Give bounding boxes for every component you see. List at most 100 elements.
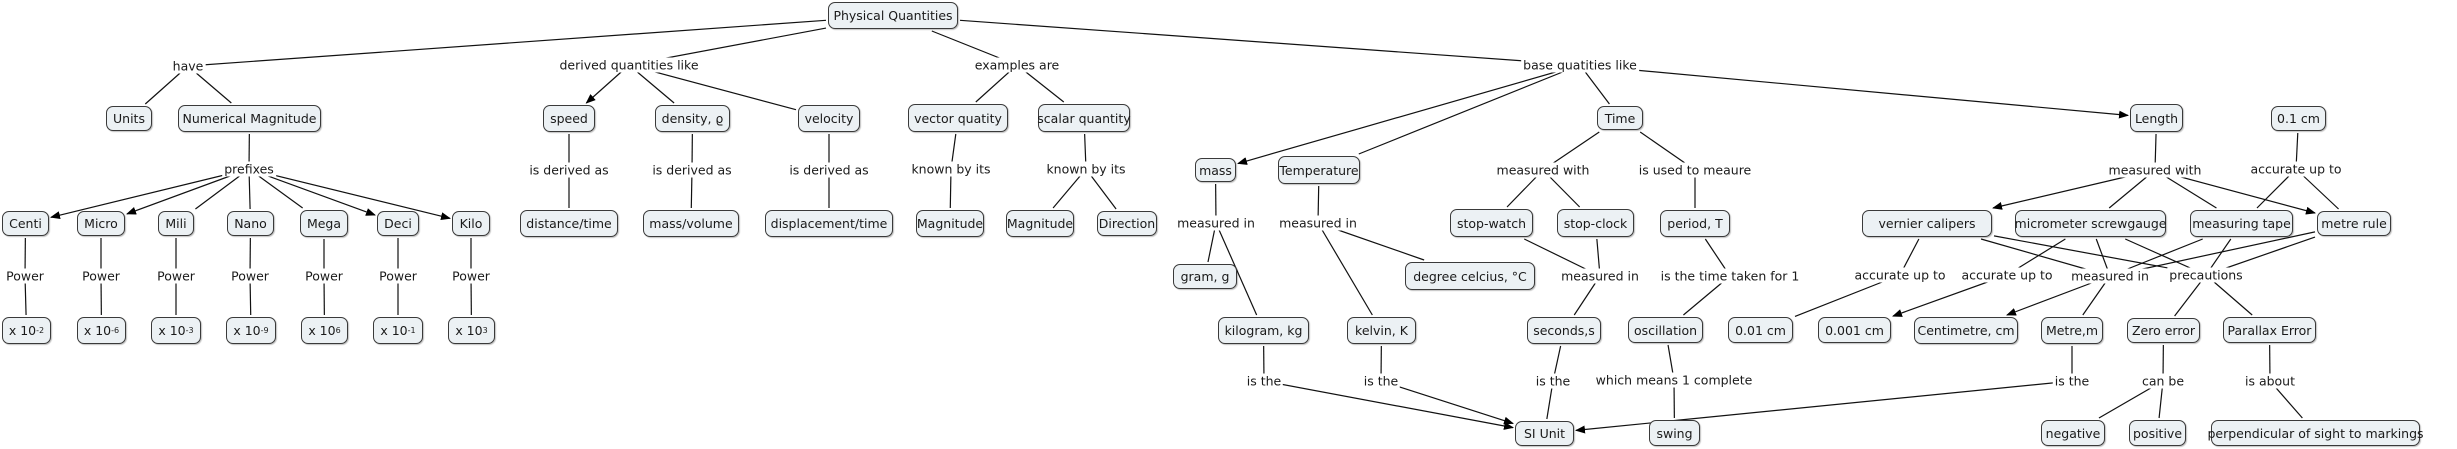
concept-node-mega[interactable]: Mega (300, 210, 348, 237)
link-phrase-kb2: known by its (1044, 161, 1128, 177)
concept-node-metre[interactable]: Metre,m (2041, 317, 2103, 344)
concept-node-cm[interactable]: Centimetre, cm (1914, 317, 2018, 344)
link-phrase-pw1: Power (4, 268, 46, 284)
link-phrase-canbe: can be (2139, 373, 2187, 389)
link-phrase-it4: is the (2052, 373, 2092, 389)
link-phrase-mw1: measured with (1494, 162, 1592, 178)
link-it2-si (1380, 380, 1514, 425)
link-prefixes-deci (248, 168, 376, 216)
concept-node-e_deci[interactable]: x 10 -1 (373, 317, 423, 344)
concept-node-mili[interactable]: Mili (158, 211, 194, 236)
concept-node-deci[interactable]: Deci (377, 211, 419, 236)
exponent: -2 (36, 326, 45, 335)
concept-node-e_kilo[interactable]: x 10 3 (448, 317, 495, 344)
concept-node-time[interactable]: Time (1597, 106, 1643, 130)
concept-node-mass[interactable]: mass (1195, 158, 1236, 182)
concept-node-p001a[interactable]: 0.01 cm (1728, 317, 1793, 343)
link-phrase-have: have (170, 58, 206, 74)
link-phrase-mw2: measured with (2106, 162, 2204, 178)
concept-node-density[interactable]: density, ϱ (655, 105, 730, 132)
concept-node-si[interactable]: SI Unit (1515, 421, 1574, 446)
link-phrase-prefixes: prefixes (222, 161, 276, 177)
concept-node-perp[interactable]: perpendicular of sight to markings (2207, 420, 2424, 446)
concept-node-disptime[interactable]: displacement/time (765, 210, 893, 237)
link-phrase-ac2: accurate up to (1959, 267, 2055, 283)
concept-node-scalar[interactable]: scalar quantity (1037, 104, 1131, 132)
concept-node-swing[interactable]: swing (1649, 420, 1700, 446)
exponent: -9 (260, 326, 269, 335)
concept-node-gram[interactable]: gram, g (1173, 264, 1237, 289)
concept-node-celcius[interactable]: degree celcius, °C (1405, 262, 1535, 290)
concept-node-length[interactable]: Length (2130, 104, 2183, 132)
concept-node-e_mega[interactable]: x 10 6 (301, 317, 348, 344)
link-phrase-pw3: Power (155, 268, 197, 284)
link-phrase-derived: derived quantities like (557, 57, 701, 73)
concept-node-e_micro[interactable]: x 10 -6 (77, 317, 126, 344)
concept-node-temp[interactable]: Temperature (1278, 156, 1360, 184)
concept-node-kg[interactable]: kilogram, kg (1218, 317, 1309, 344)
concept-node-zero[interactable]: Zero error (2127, 318, 2200, 343)
concept-node-units[interactable]: Units (106, 106, 152, 131)
concept-node-pq[interactable]: Physical Quantities (828, 2, 958, 29)
link-phrase-id2: is derived as (650, 162, 734, 178)
concept-node-kilo[interactable]: Kilo (452, 211, 490, 236)
link-phrase-it2: is the (1361, 373, 1401, 389)
link-phrase-it3: is the (1533, 373, 1573, 389)
link-mi2-kelvin (1317, 222, 1373, 316)
concept-node-kelvin[interactable]: kelvin, K (1347, 317, 1416, 344)
concept-node-e_nano[interactable]: x 10 -9 (226, 317, 276, 344)
link-prefixes-centi (50, 168, 250, 220)
concept-node-speed[interactable]: speed (543, 105, 595, 132)
link-phrase-id1: is derived as (527, 162, 611, 178)
concept-node-velocity[interactable]: velocity (798, 105, 860, 132)
exponent: 6 (335, 326, 341, 335)
concept-node-massvol[interactable]: mass/volume (643, 210, 739, 237)
concept-node-direction[interactable]: Direction (1097, 211, 1157, 236)
link-phrase-used: is used to meaure (1636, 162, 1754, 178)
link-base-mass (1237, 64, 1581, 165)
concept-node-distime[interactable]: distance/time (520, 210, 618, 237)
concept-node-mag2[interactable]: Magnitude (1006, 210, 1074, 237)
concept-node-stopclock[interactable]: stop-clock (1557, 209, 1634, 237)
concept-node-micrometer[interactable]: micrometer screwgauge (2015, 210, 2166, 237)
concept-node-positive[interactable]: positive (2129, 420, 2186, 446)
link-phrase-prec: precautions (2167, 267, 2245, 283)
link-prefixes-kilo (248, 168, 451, 221)
link-phrase-kb1: known by its (909, 161, 993, 177)
concept-node-vernier[interactable]: vernier calipers (1862, 210, 1992, 237)
link-base-temp (1358, 64, 1581, 155)
link-pq-base (959, 19, 1581, 66)
link-phrase-pw6: Power (377, 268, 419, 284)
concept-node-period[interactable]: period, T (1660, 210, 1730, 237)
concept-node-micro[interactable]: Micro (77, 211, 125, 236)
concept-node-negative[interactable]: negative (2041, 420, 2105, 446)
link-phrase-pw4: Power (229, 268, 271, 284)
concept-node-e_centi[interactable]: x 10 -2 (2, 317, 51, 344)
concept-node-parallax[interactable]: Parallax Error (2223, 317, 2316, 343)
link-phrase-examples: examples are (972, 57, 1062, 73)
concept-node-vector[interactable]: vector quatity (908, 104, 1008, 132)
exponent: -6 (111, 326, 120, 335)
link-it1-si (1263, 380, 1514, 430)
link-phrase-pw5: Power (303, 268, 345, 284)
concept-node-stopwatch[interactable]: stop-watch (1450, 209, 1533, 237)
exponent: 3 (482, 326, 488, 335)
link-phrase-tt: is the time taken for 1 (1658, 268, 1802, 284)
concept-node-oscillation[interactable]: oscillation (1628, 317, 1703, 343)
concept-node-nummag[interactable]: Numerical Magnitude (178, 105, 321, 132)
concept-node-p01[interactable]: 0.1 cm (2271, 106, 2326, 131)
concept-node-p0001[interactable]: 0.001 cm (1818, 317, 1891, 343)
concept-node-e_mili[interactable]: x 10 -3 (151, 317, 201, 344)
link-phrase-base: base quatities like (1521, 57, 1639, 73)
concept-node-tape[interactable]: measuring tape (2190, 210, 2293, 237)
link-phrase-which: which means 1 complete (1593, 372, 1755, 388)
concept-node-seconds[interactable]: seconds,s (1527, 317, 1601, 344)
link-phrase-it1: is the (1244, 373, 1284, 389)
link-phrase-mi2: measured in (1277, 215, 1359, 231)
concept-node-nano[interactable]: Nano (227, 211, 274, 236)
concept-node-metrerule[interactable]: metre rule (2317, 211, 2391, 236)
link-phrase-mi3: measured in (1559, 268, 1641, 284)
concept-node-mag1[interactable]: Magnitude (916, 210, 984, 237)
concept-node-centi[interactable]: Centi (2, 211, 49, 236)
